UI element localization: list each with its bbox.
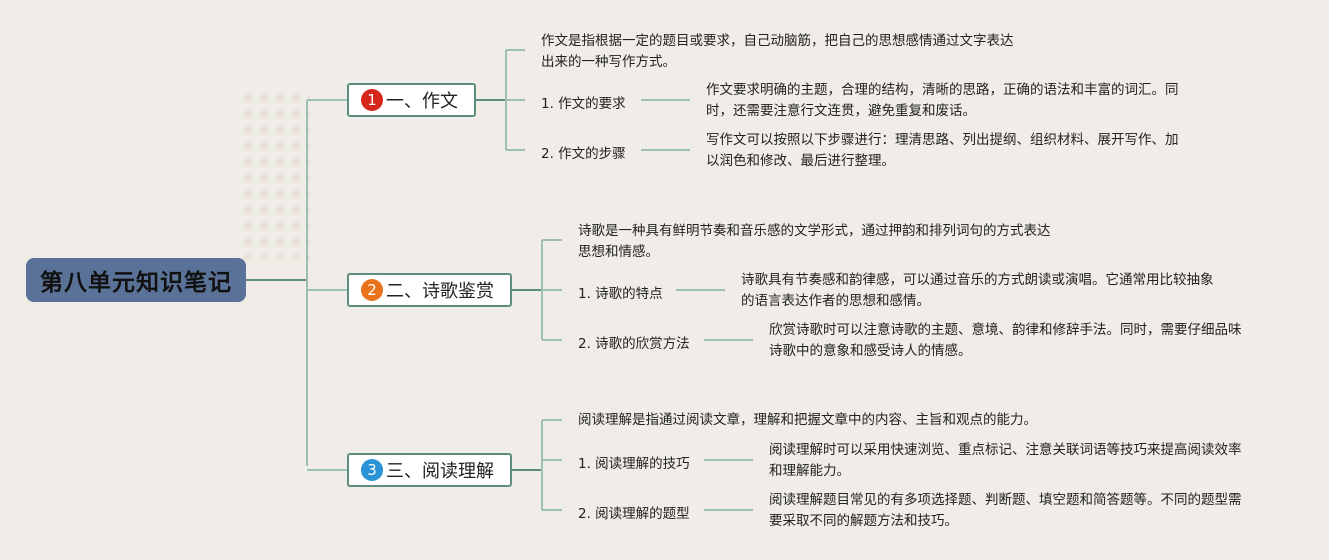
topic-label: 一、作文 (386, 91, 458, 112)
subtopic-detail[interactable]: 作文要求明确的主题，合理的结构，清晰的思路，正确的语法和丰富的词汇。同 时，还需… (706, 80, 1179, 122)
topic-definition[interactable]: 阅读理解是指通过阅读文章，理解和把握文章中的内容、主旨和观点的能力。 (578, 410, 1037, 431)
number-badge-icon: 2 (361, 279, 383, 301)
topic-node-composition[interactable]: 1 一、作文 (347, 83, 476, 117)
definition-line: 作文是指根据一定的题目或要求，自己动脑筋，把自己的思想感情通过文字表达 (541, 33, 1014, 49)
subtopic-node[interactable]: 1. 诗歌的特点 (578, 286, 663, 302)
topic-node-reading[interactable]: 3 三、阅读理解 (347, 453, 512, 487)
subtopic-detail[interactable]: 阅读理解题目常见的有多项选择题、判断题、填空题和简答题等。不同的题型需 要采取不… (769, 490, 1242, 532)
detail-line: 时，还需要注意行文连贯，避免重复和废话。 (706, 103, 976, 119)
root-title: 第八单元知识笔记 (40, 270, 232, 296)
detail-line: 要采取不同的解题方法和技巧。 (769, 513, 958, 529)
topic-node-poetry[interactable]: 2 二、诗歌鉴赏 (347, 273, 512, 307)
subtopic-node[interactable]: 1. 作文的要求 (541, 96, 626, 112)
detail-line: 欣赏诗歌时可以注意诗歌的主题、意境、韵律和修辞手法。同时，需要仔细品味 (769, 322, 1242, 338)
detail-line: 阅读理解题目常见的有多项选择题、判断题、填空题和简答题等。不同的题型需 (769, 492, 1242, 508)
root-node[interactable]: 第八单元知识笔记 (26, 258, 246, 302)
detail-line: 诗歌中的意象和感受诗人的情感。 (769, 343, 972, 359)
definition-line: 思想和情感。 (578, 244, 659, 260)
detail-line: 阅读理解时可以采用快速浏览、重点标记、注意关联词语等技巧来提高阅读效率 (769, 442, 1242, 458)
definition-line: 诗歌是一种具有鲜明节奏和音乐感的文学形式，通过押韵和排列词句的方式表达 (578, 223, 1051, 239)
subtopic-detail[interactable]: 欣赏诗歌时可以注意诗歌的主题、意境、韵律和修辞手法。同时，需要仔细品味 诗歌中的… (769, 320, 1242, 362)
subtopic-detail[interactable]: 写作文可以按照以下步骤进行：理清思路、列出提纲、组织材料、展开写作、加 以润色和… (706, 130, 1179, 172)
subtopic-node[interactable]: 2. 作文的步骤 (541, 146, 626, 162)
decorative-dots (240, 90, 310, 260)
detail-line: 写作文可以按照以下步骤进行：理清思路、列出提纲、组织材料、展开写作、加 (706, 132, 1179, 148)
definition-line: 出来的一种写作方式。 (541, 54, 676, 70)
number-badge-icon: 1 (361, 89, 383, 111)
subtopic-node[interactable]: 1. 阅读理解的技巧 (578, 456, 690, 472)
number-badge-icon: 3 (361, 459, 383, 481)
subtopic-node[interactable]: 2. 诗歌的欣赏方法 (578, 336, 690, 352)
definition-line: 阅读理解是指通过阅读文章，理解和把握文章中的内容、主旨和观点的能力。 (578, 412, 1037, 428)
topic-definition[interactable]: 诗歌是一种具有鲜明节奏和音乐感的文学形式，通过押韵和排列词句的方式表达 思想和情… (578, 221, 1051, 263)
topic-label: 二、诗歌鉴赏 (386, 281, 494, 302)
detail-line: 作文要求明确的主题，合理的结构，清晰的思路，正确的语法和丰富的词汇。同 (706, 82, 1179, 98)
subtopic-node[interactable]: 2. 阅读理解的题型 (578, 506, 690, 522)
detail-line: 和理解能力。 (769, 463, 850, 479)
detail-line: 以润色和修改、最后进行整理。 (706, 153, 895, 169)
topic-label: 三、阅读理解 (386, 461, 494, 482)
topic-definition[interactable]: 作文是指根据一定的题目或要求，自己动脑筋，把自己的思想感情通过文字表达 出来的一… (541, 31, 1014, 73)
subtopic-detail[interactable]: 诗歌具有节奏感和韵律感，可以通过音乐的方式朗读或演唱。它通常用比较抽象 的语言表… (741, 270, 1214, 312)
detail-line: 诗歌具有节奏感和韵律感，可以通过音乐的方式朗读或演唱。它通常用比较抽象 (741, 272, 1214, 288)
detail-line: 的语言表达作者的思想和感情。 (741, 293, 930, 309)
subtopic-detail[interactable]: 阅读理解时可以采用快速浏览、重点标记、注意关联词语等技巧来提高阅读效率 和理解能… (769, 440, 1242, 482)
